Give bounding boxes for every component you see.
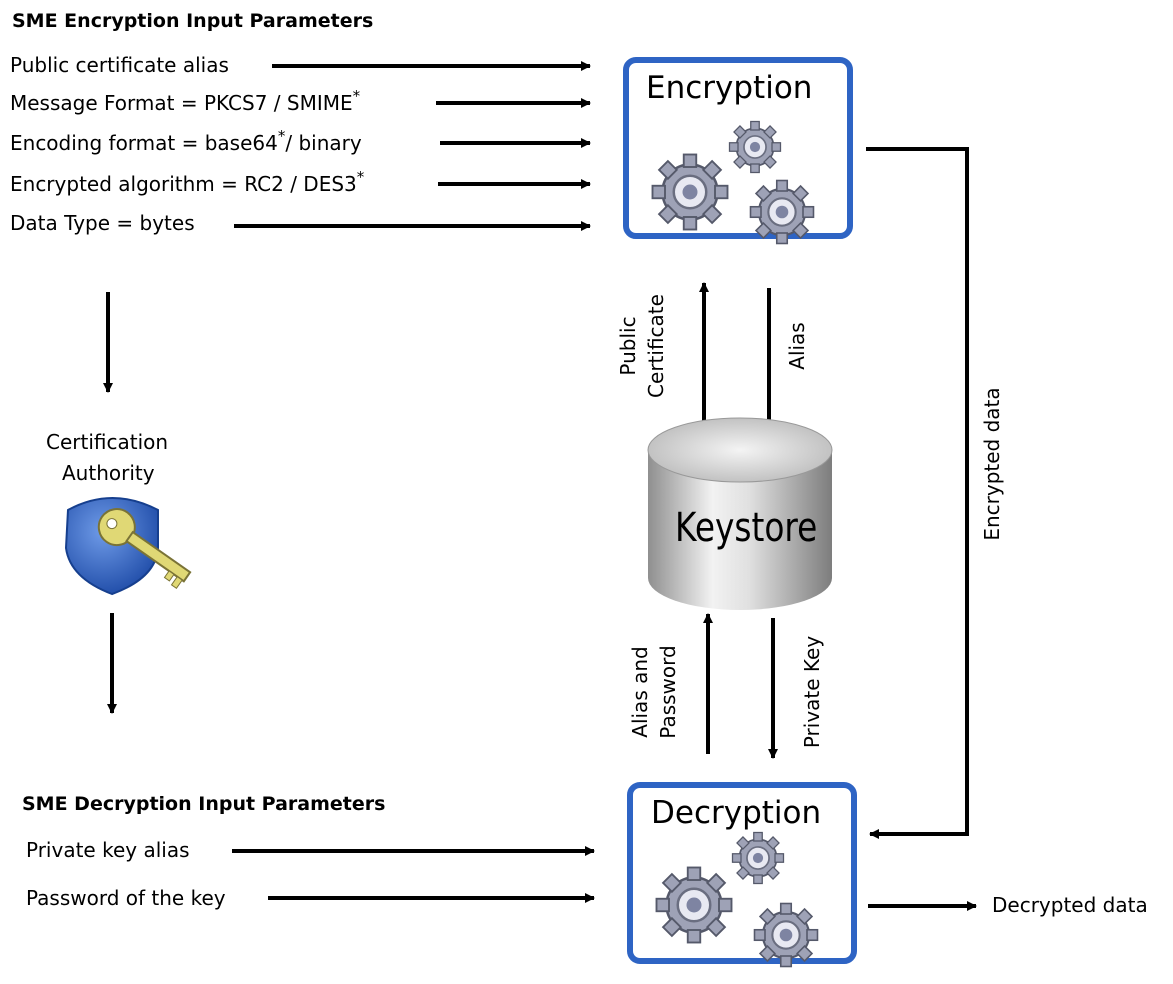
encrypted-data-label: Encrypted data bbox=[980, 387, 1004, 541]
param-public-cert-alias: Public certificate alias bbox=[10, 53, 229, 77]
encryption-box-label: Encryption bbox=[646, 70, 813, 106]
ca-flow-arrows bbox=[103, 292, 117, 714]
param-text: Encrypted algorithm = RC2 / DES3 bbox=[10, 172, 357, 196]
default-asterisk: * bbox=[277, 127, 286, 145]
decryption-box-label: Decryption bbox=[651, 795, 822, 831]
decryption-box bbox=[627, 782, 857, 968]
param-message-format: Message Format = PKCS7 / SMIME* bbox=[10, 87, 360, 117]
decryption-params-title: SME Decryption Input Parameters bbox=[22, 793, 386, 815]
param-password-of-key: Password of the key bbox=[26, 886, 226, 910]
param-data-type: Data Type = bytes bbox=[10, 211, 195, 235]
default-asterisk: * bbox=[356, 168, 365, 186]
encryption-params-title: SME Encryption Input Parameters bbox=[12, 10, 374, 32]
encryption-box bbox=[623, 57, 853, 245]
database-cylinder-icon bbox=[647, 417, 833, 610]
param-text-suffix: / binary bbox=[285, 131, 362, 155]
private-key-label: Private Key bbox=[800, 635, 824, 749]
encryption-input-arrows bbox=[234, 61, 591, 231]
param-text: Encoding format = base64 bbox=[10, 131, 278, 155]
param-text: Message Format = PKCS7 / SMIME bbox=[10, 91, 353, 115]
alias-label: Alias bbox=[785, 322, 809, 370]
public-certificate-label-line2: Certificate bbox=[644, 294, 668, 398]
param-text: Public certificate alias bbox=[10, 53, 229, 77]
decryption-input-arrows bbox=[232, 846, 595, 903]
param-encoding-format: Encoding format = base64*/ binary bbox=[10, 127, 362, 157]
param-private-key-alias: Private key alias bbox=[26, 838, 190, 862]
ca-label-line1: Certification bbox=[46, 430, 169, 454]
arrow-encrypted-data-loop bbox=[866, 147, 969, 839]
default-asterisk: * bbox=[352, 87, 361, 105]
shield-key-icon bbox=[64, 497, 192, 596]
param-encrypted-algorithm: Encrypted algorithm = RC2 / DES3* bbox=[10, 168, 364, 198]
keystore-flow-arrows bbox=[699, 282, 778, 759]
public-certificate-label-line1: Public bbox=[616, 316, 640, 376]
param-text: Data Type = bytes bbox=[10, 211, 195, 235]
decrypted-data-label: Decrypted data bbox=[992, 893, 1148, 917]
keystore-label: Keystore bbox=[674, 505, 818, 551]
alias-password-label-line2: Password bbox=[656, 645, 680, 739]
alias-password-label-line1: Alias and bbox=[628, 646, 652, 738]
ca-label-line2: Authority bbox=[62, 461, 155, 485]
